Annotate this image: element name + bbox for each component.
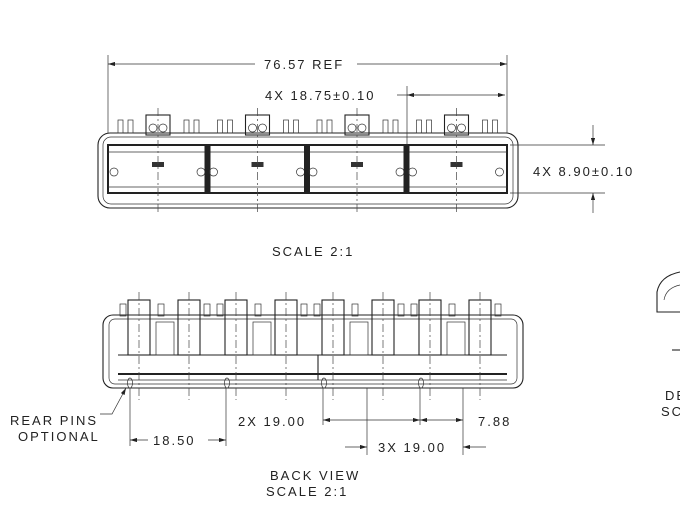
port-boss [308,167,318,177]
latch-pin [447,123,456,133]
top-pin [382,119,389,134]
dim-pitch-2x-text: 2X 19.00 [238,414,306,429]
rear-pins-note: REAR PINS OPTIONAL [10,387,127,444]
dim-overall-text: 76.57 REF [264,57,344,72]
back-slot [252,321,272,356]
top-view: 76.57 REF 4X 18.75±0.10 4X 8.90±0.10 SCA… [97,55,634,259]
port-divider [204,145,211,193]
back-view-title: BACK VIEW [270,468,360,483]
top-pin [227,119,233,134]
port-divider [403,145,410,193]
back-pin [448,303,456,317]
top-view-scale: SCALE 2:1 [272,244,354,259]
latch-pin [457,123,466,133]
detail-title-text: DE [665,388,680,403]
port-divider [304,145,310,193]
back-view-scale: SCALE 2:1 [266,484,348,499]
dim-end-text: 7.88 [478,414,511,429]
dim-pitch: 4X 18.75±0.10 [265,86,505,145]
back-view-geometry [102,292,524,400]
port-boss [196,167,206,177]
rear-pin [321,377,327,389]
top-pin [183,119,190,134]
latch-pin [158,123,168,133]
top-pin [492,119,498,134]
back-pin [119,303,127,317]
top-pin [293,119,299,134]
back-pin [351,303,359,317]
detail-scale-text: SC [661,404,680,419]
dim-pitch-text: 4X 18.75±0.10 [265,88,375,103]
top-pin [283,119,289,134]
port-boss [408,167,417,177]
back-view: REAR PINS OPTIONAL 18.50 2X 19.00 7.88 3… [10,292,524,499]
dim-edge-text: 18.50 [153,433,196,448]
rear-pin [224,377,230,389]
port-boss [296,167,305,177]
port-key [152,162,164,167]
dim-pitch-3x: 3X 19.00 [345,388,486,455]
dim-pitch-3x-text: 3X 19.00 [378,440,446,455]
back-pin [203,303,211,317]
optional-text: OPTIONAL [18,429,100,444]
port-key [251,162,264,167]
top-pin [316,119,323,134]
detail-view-partial: DE SC [656,271,680,419]
latch-pin [357,123,367,133]
back-pin [494,303,502,317]
back-pin [157,303,165,317]
back-slot [349,321,369,356]
dim-edge: 18.50 [129,388,227,448]
latch-pin [347,123,357,133]
port-boss [395,167,405,177]
port-key [450,162,463,167]
port-boss [495,167,504,177]
rear-pin [127,377,133,389]
back-pin [313,303,321,317]
dim-overall: 76.57 REF [107,55,508,133]
top-pin [127,119,134,134]
dim-height: 4X 8.90±0.10 [510,125,634,213]
port-boss [209,167,218,177]
rear-pins-text: REAR PINS [10,413,98,428]
top-pin [482,119,488,134]
top-pin [392,119,399,134]
back-pin [254,303,262,317]
top-view-geometry [97,108,519,215]
top-pin [193,119,200,134]
dim-height-text: 4X 8.90±0.10 [533,164,634,179]
latch-pin [248,123,257,133]
latch-pin [258,123,267,133]
back-slot [155,321,175,356]
top-pin [426,119,432,134]
top-pin [326,119,333,134]
back-pin [300,303,308,317]
back-slot [446,321,466,356]
rear-pin [418,377,424,389]
top-pin [217,119,223,134]
port-key [351,162,363,167]
dim-pitch-2x: 2X 19.00 7.88 [238,388,511,455]
back-pin [410,303,418,317]
top-pin [117,119,124,134]
latch-pin [148,123,158,133]
back-pin [216,303,224,317]
top-pin [416,119,422,134]
back-pin [397,303,405,317]
port-boss [109,167,119,177]
